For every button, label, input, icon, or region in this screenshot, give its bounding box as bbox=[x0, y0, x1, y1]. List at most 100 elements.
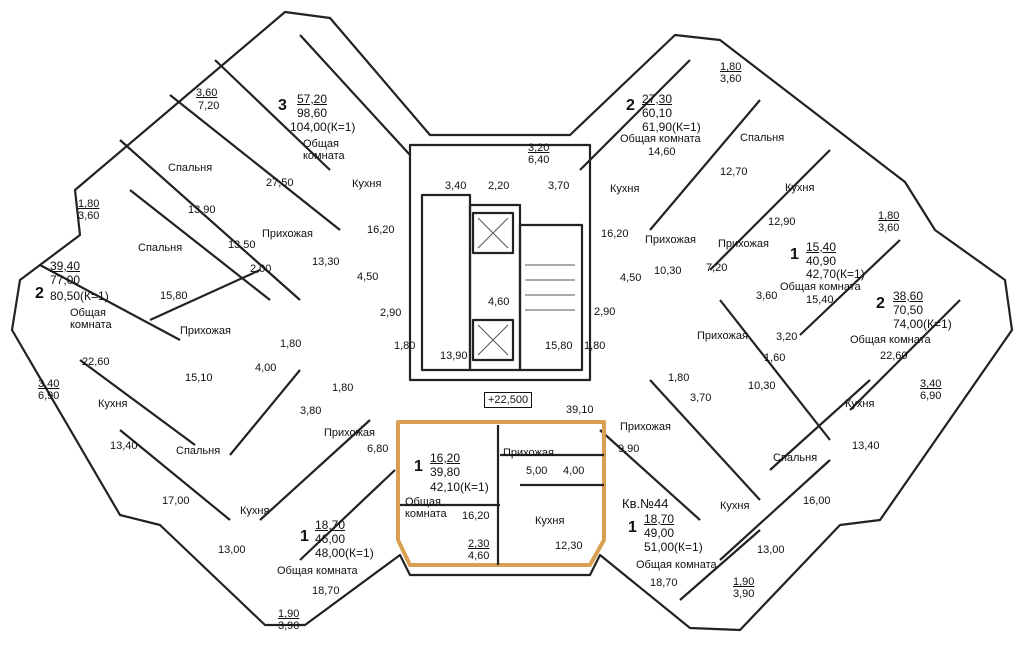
apt-bl-general-val: 18,70 bbox=[312, 585, 340, 597]
apt-c-hall-label: Прихожая bbox=[503, 447, 554, 459]
apt-bl-general-label: Общая комната bbox=[277, 565, 358, 577]
apt-tl-kitchen-label: Кухня bbox=[352, 178, 382, 190]
apt-l-k: 80,50(К=1) bbox=[50, 289, 109, 303]
apt-br-kitchen-label: Кухня bbox=[720, 500, 750, 512]
apt-br-bath1-val: 3,70 bbox=[690, 392, 712, 404]
apt-rr-total: 70,50 bbox=[893, 303, 924, 317]
apt-rr-bath1-val: 3,20 bbox=[776, 331, 798, 343]
apt-tl-hall-label: Прихожая bbox=[262, 228, 313, 240]
apt-br-living: 18,70 bbox=[644, 512, 675, 526]
apt-l-hall-label: Прихожая bbox=[180, 325, 231, 337]
apt-bl-bath2-val: 1,80 bbox=[332, 382, 354, 394]
apt-br-total: 49,00 bbox=[644, 526, 675, 540]
apt-c-general-label: Общая комната bbox=[405, 496, 447, 521]
apt-rr-balcony1: 1,80 bbox=[878, 210, 900, 222]
apt-bl-living: 18,70 bbox=[315, 518, 346, 532]
core-corr-l-val: 13,90 bbox=[440, 350, 468, 362]
apt-tl-living: 57,20 bbox=[297, 92, 328, 106]
apt-br-bed-label: Спальня bbox=[773, 452, 818, 464]
apt-bl-kitchen-val: 13,00 bbox=[218, 544, 246, 556]
apt-c-balcony1: 2,30 bbox=[468, 538, 490, 550]
apt-rr-bath2-val: 1,60 bbox=[764, 352, 786, 364]
apt-l-kitchen-label: Кухня bbox=[98, 398, 128, 410]
apt-c-living: 16,20 bbox=[430, 451, 461, 465]
apt-br-balcony1: 1,90 bbox=[733, 576, 755, 588]
apt-r-hall-label: Прихожая bbox=[718, 238, 769, 250]
core-side-r-val: 2,90 bbox=[594, 306, 616, 318]
level-marker: +22,500 bbox=[484, 392, 533, 409]
apt-tr-living: 27,30 bbox=[642, 92, 673, 106]
core-mid-val: 4,60 bbox=[488, 296, 510, 308]
apt-rr-general-val: 22,60 bbox=[880, 350, 908, 362]
apt-bl-balcony2: 3,90 bbox=[278, 620, 300, 632]
apt-l-hall-val: 15,10 bbox=[185, 372, 213, 384]
apt-tr-bed-label: Спальня bbox=[740, 132, 785, 144]
apt-bl-balcony1: 1,90 bbox=[278, 608, 300, 620]
apt-bl-kitchen-label: Кухня bbox=[240, 505, 270, 517]
apt-bl-bed-label: Спальня bbox=[176, 445, 221, 457]
apt-l-kitchen-val: 13,40 bbox=[110, 440, 138, 452]
apt-tr-rooms: 2 bbox=[626, 97, 635, 114]
apt-rr-rooms: 2 bbox=[876, 295, 885, 312]
apt-tl-kitchen-val: 16,20 bbox=[367, 224, 395, 236]
core-side-r2-val: 1,80 bbox=[584, 340, 606, 352]
core-side-l2-val: 1,80 bbox=[394, 340, 416, 352]
total-area-value: 39,10 bbox=[566, 404, 594, 416]
apt-rr-k: 74,00(К=1) bbox=[893, 317, 952, 331]
apt-bl-hall-label: Прихожая bbox=[324, 427, 375, 439]
apt-br-k: 51,00(К=1) bbox=[644, 540, 703, 554]
apt-br-balcony2: 3,90 bbox=[733, 588, 755, 600]
apt-l-balcony1: 1,80 bbox=[78, 198, 100, 210]
core-top2-val: 6,40 bbox=[528, 154, 550, 166]
apt-br-title: Кв.№44 bbox=[622, 496, 669, 511]
apt-rr-hall-label: Прихожая bbox=[697, 330, 748, 342]
apt-rr-living: 38,60 bbox=[893, 289, 924, 303]
apt-r-kitchen-label: Кухня bbox=[785, 182, 815, 194]
apt-c-total: 39,80 bbox=[430, 465, 461, 479]
apt-r-living: 15,40 bbox=[806, 240, 837, 254]
apt-bl-bath1-val: 3,80 bbox=[300, 405, 322, 417]
apt-tr-general-val: 14,60 bbox=[648, 146, 676, 158]
apt-l-total: 77,00 bbox=[50, 273, 81, 287]
apt-rr-kitchen-label: Кухня bbox=[845, 398, 875, 410]
apt-c-kitchen-val: 12,30 bbox=[555, 540, 583, 552]
apt-tr-kitchen-label: Кухня bbox=[610, 183, 640, 195]
apt-tl-balcony1: 3,60 bbox=[196, 87, 218, 99]
apt-c-balcony2: 4,60 bbox=[468, 550, 490, 562]
apt-tl-bath1-val: 4,50 bbox=[357, 271, 379, 283]
apt-l-balcony4: 6,90 bbox=[38, 390, 60, 402]
apt-tl-balcony2: 7,20 bbox=[198, 100, 220, 112]
apt-br-rooms: 1 bbox=[628, 519, 637, 536]
apt-l-general-label: Общая комната bbox=[70, 307, 112, 332]
apt-tl-hall2-val: 13,50 bbox=[228, 239, 256, 251]
apt-bl-hall-val: 6,80 bbox=[367, 443, 389, 455]
apt-rr-balcony4: 6,90 bbox=[920, 390, 942, 402]
apt-rr-general-label: Общая комната bbox=[850, 334, 931, 346]
apt-r-general-val: 15,40 bbox=[806, 294, 834, 306]
apt-c-k: 42,10(К=1) bbox=[430, 480, 489, 494]
core-shaft-val: 2,20 bbox=[488, 180, 510, 192]
core-side-l-val: 2,90 bbox=[380, 307, 402, 319]
apt-c-bath-val: 4,00 bbox=[563, 465, 585, 477]
apt-tr-hall-val: 10,30 bbox=[654, 265, 682, 277]
apartment-highlight bbox=[396, 420, 606, 567]
apt-tl-total: 98,60 bbox=[297, 106, 328, 120]
apt-tl-general-val: 27,50 bbox=[266, 177, 294, 189]
apt-l-bath2-val: 1,80 bbox=[280, 338, 302, 350]
building-outline bbox=[10, 10, 1014, 632]
apt-tl-bath2-val: 2,00 bbox=[250, 263, 272, 275]
apt-rr-balcony2: 3,60 bbox=[878, 222, 900, 234]
apt-rr-balcony3: 3,40 bbox=[920, 378, 942, 390]
apt-l-bath1-val: 4,00 bbox=[255, 362, 277, 374]
apt-r-bath1-val: 3,60 bbox=[756, 290, 778, 302]
apt-l-balcony3: 3,40 bbox=[38, 378, 60, 390]
apt-r-k: 42,70(К=1) bbox=[806, 267, 865, 281]
apt-tl-general-label: Общая комната bbox=[303, 138, 345, 163]
apt-tr-bed-val: 12,70 bbox=[720, 166, 748, 178]
apt-r-hall-val: 7,20 bbox=[706, 262, 728, 274]
apt-r-general-label: Общая комната bbox=[780, 281, 861, 293]
apt-l-bed-label: Спальня bbox=[138, 242, 183, 254]
apt-c-hall-val: 5,00 bbox=[526, 465, 548, 477]
apt-bl-rooms: 1 bbox=[300, 528, 309, 545]
